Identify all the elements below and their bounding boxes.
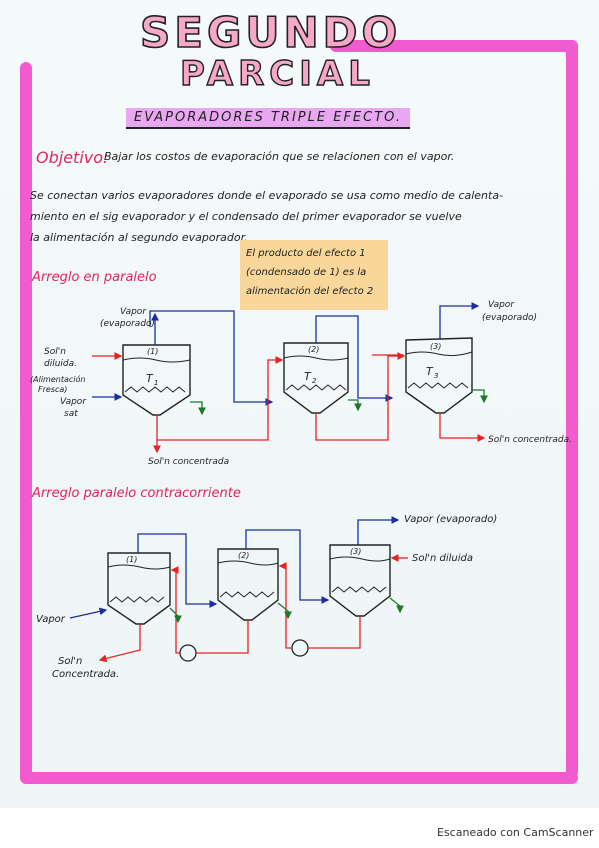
label-soln-concentrada-bottom: Sol'n concentrada <box>148 457 229 467</box>
subtitle: EVAPORADORES TRIPLE EFECTO. <box>126 108 410 129</box>
cc-evaporator-1 <box>107 552 171 625</box>
evaporator-2 <box>283 342 349 414</box>
section-heading-contracorriente: Arreglo paralelo contracorriente <box>32 486 241 501</box>
paragraph-line: Se conectan varios evaporadores donde el… <box>30 189 504 202</box>
temp-t2: T <box>304 370 312 383</box>
paragraph-line: miento en el sig evaporador y el condens… <box>30 210 462 223</box>
pink-frame-right <box>566 40 578 778</box>
label-soln-concentrada-right: Sol'n concentrada. <box>488 435 572 445</box>
evaporator-1 <box>122 344 191 416</box>
label-alimentacion: (Alimentación <box>30 374 85 384</box>
note-line: El producto del efecto 1 <box>246 248 366 259</box>
label-vapor-evaporado-left-2: (evaporado) <box>100 319 155 329</box>
section-heading-paralelo: Arreglo en paralelo <box>32 270 157 285</box>
label-soln-diluida-2: diluida. <box>44 359 77 369</box>
label-fresca: Fresca) <box>38 385 67 394</box>
temp-t2-sub: 2 <box>312 377 317 385</box>
paragraph-line: la alimentación al segundo evaporador. <box>30 231 248 244</box>
note-line: (condensado de 1) es la <box>246 267 367 278</box>
footer-scanner-text: Escaneado con CamScanner <box>437 826 594 839</box>
effect-number-2: (2) <box>308 345 319 354</box>
pump-1 <box>179 644 197 662</box>
label-vapor-sat: Vapor <box>60 397 87 407</box>
temp-t1-sub: 1 <box>154 379 158 387</box>
title-line-2: PARCIAL <box>179 53 375 94</box>
effect-number-3: (3) <box>430 342 441 351</box>
pink-frame-bottom <box>20 772 578 784</box>
title-line-1: SEGUNDO <box>139 7 402 58</box>
cc-effect-number-3: (3) <box>350 547 361 556</box>
objetivo-label: Objetivo: <box>36 148 109 167</box>
temp-t1: T <box>146 372 154 385</box>
pink-frame-top <box>330 40 578 52</box>
cc-label-concentrada: Concentrada. <box>52 669 119 680</box>
pump-2 <box>291 639 309 657</box>
cc-label-soln-diluida: Sol'n diluida <box>412 553 473 564</box>
label-vapor-evaporado-right-2: (evaporado) <box>482 313 537 323</box>
label-vapor-sat-2: sat <box>64 409 78 419</box>
cc-effect-number-1: (1) <box>126 555 137 564</box>
notebook-page: SEGUNDO PARCIAL EVAPORADORES TRIPLE EFEC… <box>0 0 599 808</box>
diagram-countercurrent: Vapor (evaporado) Sol'n diluida Vapor So… <box>36 514 497 680</box>
cc-evaporator-2 <box>217 548 279 621</box>
sticky-note: El producto del efecto 1 (condensado de … <box>240 240 388 310</box>
description-paragraph: Se conectan varios evaporadores donde el… <box>30 185 565 248</box>
cc-evaporator-3 <box>329 544 391 617</box>
cc-effect-number-2: (2) <box>238 551 249 560</box>
label-vapor-evaporado-right: Vapor <box>488 300 515 310</box>
evaporator-3 <box>405 337 473 414</box>
diagram-parallel: Vapor (evaporado) Sol'n diluida. (Alimen… <box>30 300 572 467</box>
pink-frame-left <box>20 62 32 782</box>
note-line: alimentación del efecto 2 <box>246 286 374 297</box>
cc-label-vapor-evaporado: Vapor (evaporado) <box>404 514 497 525</box>
temp-t3-sub: 3 <box>434 372 438 380</box>
cc-label-soln: Sol'n <box>58 656 82 667</box>
label-vapor-evaporado-left: Vapor <box>120 307 147 317</box>
objetivo-text: Bajar los costos de evaporación que se r… <box>104 150 455 163</box>
temp-t3: T <box>426 365 434 378</box>
effect-number-1: (1) <box>147 347 158 356</box>
label-soln-diluida: Sol'n <box>44 347 66 357</box>
cc-label-vapor: Vapor <box>36 614 66 625</box>
